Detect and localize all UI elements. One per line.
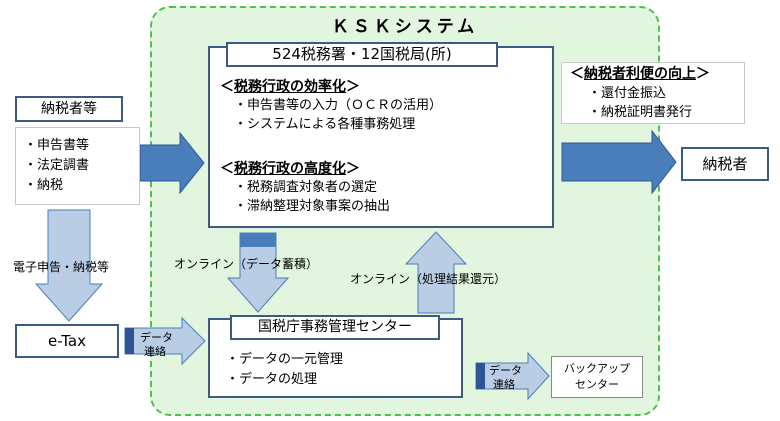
efficiency-title: ＜税務行政の効率化＞ [220,79,360,95]
arrow-input-to-system [139,131,205,195]
taxpayers-label: 納税者等 [15,96,123,122]
online-return-label: オンライン（処理結果還元） [350,272,507,286]
system-title: ＫＳＫシステム [331,17,479,37]
sophistication-section: ＜税務行政の高度化＞ ・税務調査対象者の選定 ・滞納整理対象事案の抽出 [220,158,390,216]
benefit-title: ＜納税者利便の向上＞ [570,66,710,82]
benefit-box: ＜納税者利便の向上＞ ・還付金振込 ・納税証明書発行 [561,62,745,124]
admin-center-items: ・データの一元管理 ・データの処理 [226,350,343,390]
data-link-label-backup: データ 連絡 [489,364,522,391]
tax-office-box: ＜税務行政の効率化＞ ・申告書等の入力（ＯＣＲの活用） ・システムによる各種事務… [208,46,554,228]
electronic-filing-label: 電子申告・納税等 [13,260,110,274]
admin-center-header: 国税庁事務管理センター [230,315,440,340]
arrow-data-link-backup-band [476,363,485,389]
arrow-online-store-band [240,233,276,247]
taxpayer-box: 納税者 [681,147,769,181]
data-link-label-etax: データ 連絡 [140,331,173,358]
taxpayers-item: ・納税 [24,178,64,193]
etax-box: e-Tax [15,324,119,358]
efficiency-item: ・システムによる各種事務処理 [234,117,416,132]
benefit-item: ・還付金振込 [588,86,667,101]
benefit-item: ・納税証明書発行 [588,105,693,120]
arrow-system-to-taxpayer [561,129,677,195]
admin-center-item: ・データの一元管理 [226,352,344,367]
sophistication-item: ・税務調査対象者の選定 [234,180,378,195]
sophistication-item: ・滞納整理対象事案の抽出 [234,199,391,214]
efficiency-section: ＜税務行政の効率化＞ ・申告書等の入力（ＯＣＲの活用） ・システムによる各種事務… [220,76,442,134]
backup-center-box: バックアップ センター [551,356,643,398]
taxpayers-item: ・申告書等 [24,138,90,153]
arrow-data-link-etax-band [125,328,134,354]
arrow-electronic-filing [34,209,104,322]
taxpayers-items: ・申告書等 ・法定調書 ・納税 [15,127,140,205]
taxpayers-item: ・法定調書 [24,158,90,173]
sophistication-title: ＜税務行政の高度化＞ [220,161,360,177]
tax-office-header: 524税務署・12国税局(所) [226,42,498,67]
admin-center-item: ・データの処理 [226,372,318,387]
efficiency-item: ・申告書等の入力（ＯＣＲの活用） [234,98,443,113]
arrow-online-return [404,231,468,314]
arrow-data-link-etax [124,316,206,366]
online-store-label: オンライン（データ蓄積） [174,257,319,271]
